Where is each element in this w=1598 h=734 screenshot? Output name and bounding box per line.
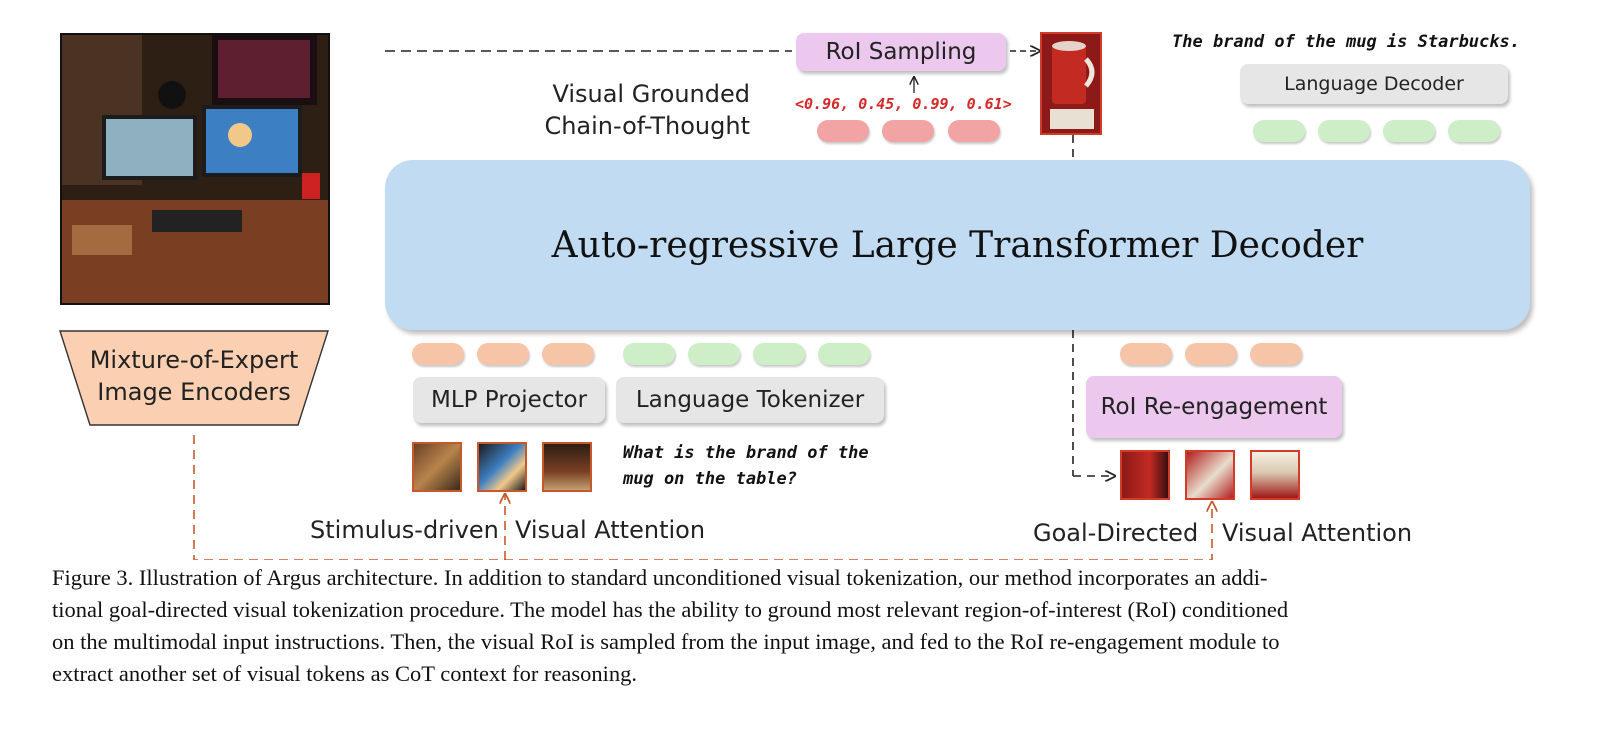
text-token	[623, 343, 675, 365]
roi-token	[1250, 343, 1302, 365]
roi-reengagement-label: RoI Re-engagement	[1100, 394, 1328, 420]
text-token	[688, 343, 740, 365]
language-decoder-box: Language Decoder	[1240, 64, 1508, 104]
image-patch-thumbnail	[412, 442, 462, 492]
stimulus-driven-label: Stimulus-driven	[310, 516, 499, 544]
roi-crop-thumbnail	[1185, 450, 1235, 500]
stimulus-attention-label: Visual Attention	[515, 516, 706, 544]
caption-line3: on the multimodal input instructions. Th…	[52, 629, 1280, 654]
goal-attention-label: Visual Attention	[1222, 519, 1413, 547]
attention-route	[193, 435, 1212, 560]
answer-text: The brand of the mug is Starbucks.	[1172, 32, 1520, 52]
language-tokenizer-box: Language Tokenizer	[616, 377, 884, 423]
roi-reengagement-box: RoI Re-engagement	[1086, 376, 1342, 438]
image-encoder-label: Mixture-of-Expert Image Encoders	[58, 344, 330, 408]
text-token	[753, 343, 805, 365]
mlp-projector-box: MLP Projector	[413, 377, 605, 423]
visual-token	[477, 343, 529, 365]
roi-crop-thumbnail	[1120, 450, 1170, 500]
encoder-label-line2: Image Encoders	[97, 378, 291, 406]
bbox-coordinates: <0.96, 0.45, 0.99, 0.61>	[795, 95, 1012, 113]
visual-cot-line2: Chain-of-Thought	[544, 112, 750, 140]
language-decoder-label: Language Decoder	[1284, 73, 1464, 95]
roi-crop-thumbnail	[1250, 450, 1300, 500]
roi-crop-image	[1040, 32, 1102, 135]
mlp-projector-label: MLP Projector	[430, 387, 588, 413]
input-image	[60, 33, 330, 305]
visual-cot-label: Visual Grounded Chain-of-Thought	[520, 78, 750, 142]
question-text: What is the brand of the mug on the tabl…	[623, 440, 869, 492]
visual-token	[542, 343, 594, 365]
caption-line2: tional goal-directed visual tokenization…	[52, 597, 1289, 622]
image-encoder-shape	[59, 330, 329, 426]
roi-token	[1185, 343, 1237, 365]
caption-line4: extract another set of visual tokens as …	[52, 661, 638, 686]
image-patch-thumbnail	[477, 442, 527, 492]
output-token	[1253, 120, 1305, 142]
roi-token	[1120, 343, 1172, 365]
roi-sampling-box: RoI Sampling	[796, 33, 1006, 71]
transformer-decoder: Auto-regressive Large Transformer Decode…	[385, 160, 1530, 330]
encoder-label-line1: Mixture-of-Expert	[89, 346, 299, 374]
image-patch-thumbnail	[542, 442, 592, 492]
desk-scene-illustration	[62, 35, 328, 303]
visual-cot-line1: Visual Grounded	[552, 80, 750, 108]
output-token	[1318, 120, 1370, 142]
mug-crop-illustration	[1042, 34, 1100, 133]
question-line2: mug on the table?	[623, 469, 797, 489]
figure-caption: Figure 3. Illustration of Argus architec…	[52, 562, 1512, 690]
text-token	[818, 343, 870, 365]
question-line1: What is the brand of the	[623, 443, 869, 463]
output-token	[1448, 120, 1500, 142]
cot-token	[948, 120, 1000, 142]
roi-sampling-label: RoI Sampling	[825, 39, 977, 65]
caption-line1: Figure 3. Illustration of Argus architec…	[52, 565, 1268, 590]
output-token	[1383, 120, 1435, 142]
cot-token	[882, 120, 934, 142]
goal-directed-label: Goal-Directed	[1033, 519, 1199, 547]
cot-token	[817, 120, 869, 142]
language-tokenizer-label: Language Tokenizer	[635, 387, 865, 413]
connector-lines	[193, 0, 1598, 560]
decoder-title: Auto-regressive Large Transformer Decode…	[551, 224, 1364, 266]
visual-token	[412, 343, 464, 365]
